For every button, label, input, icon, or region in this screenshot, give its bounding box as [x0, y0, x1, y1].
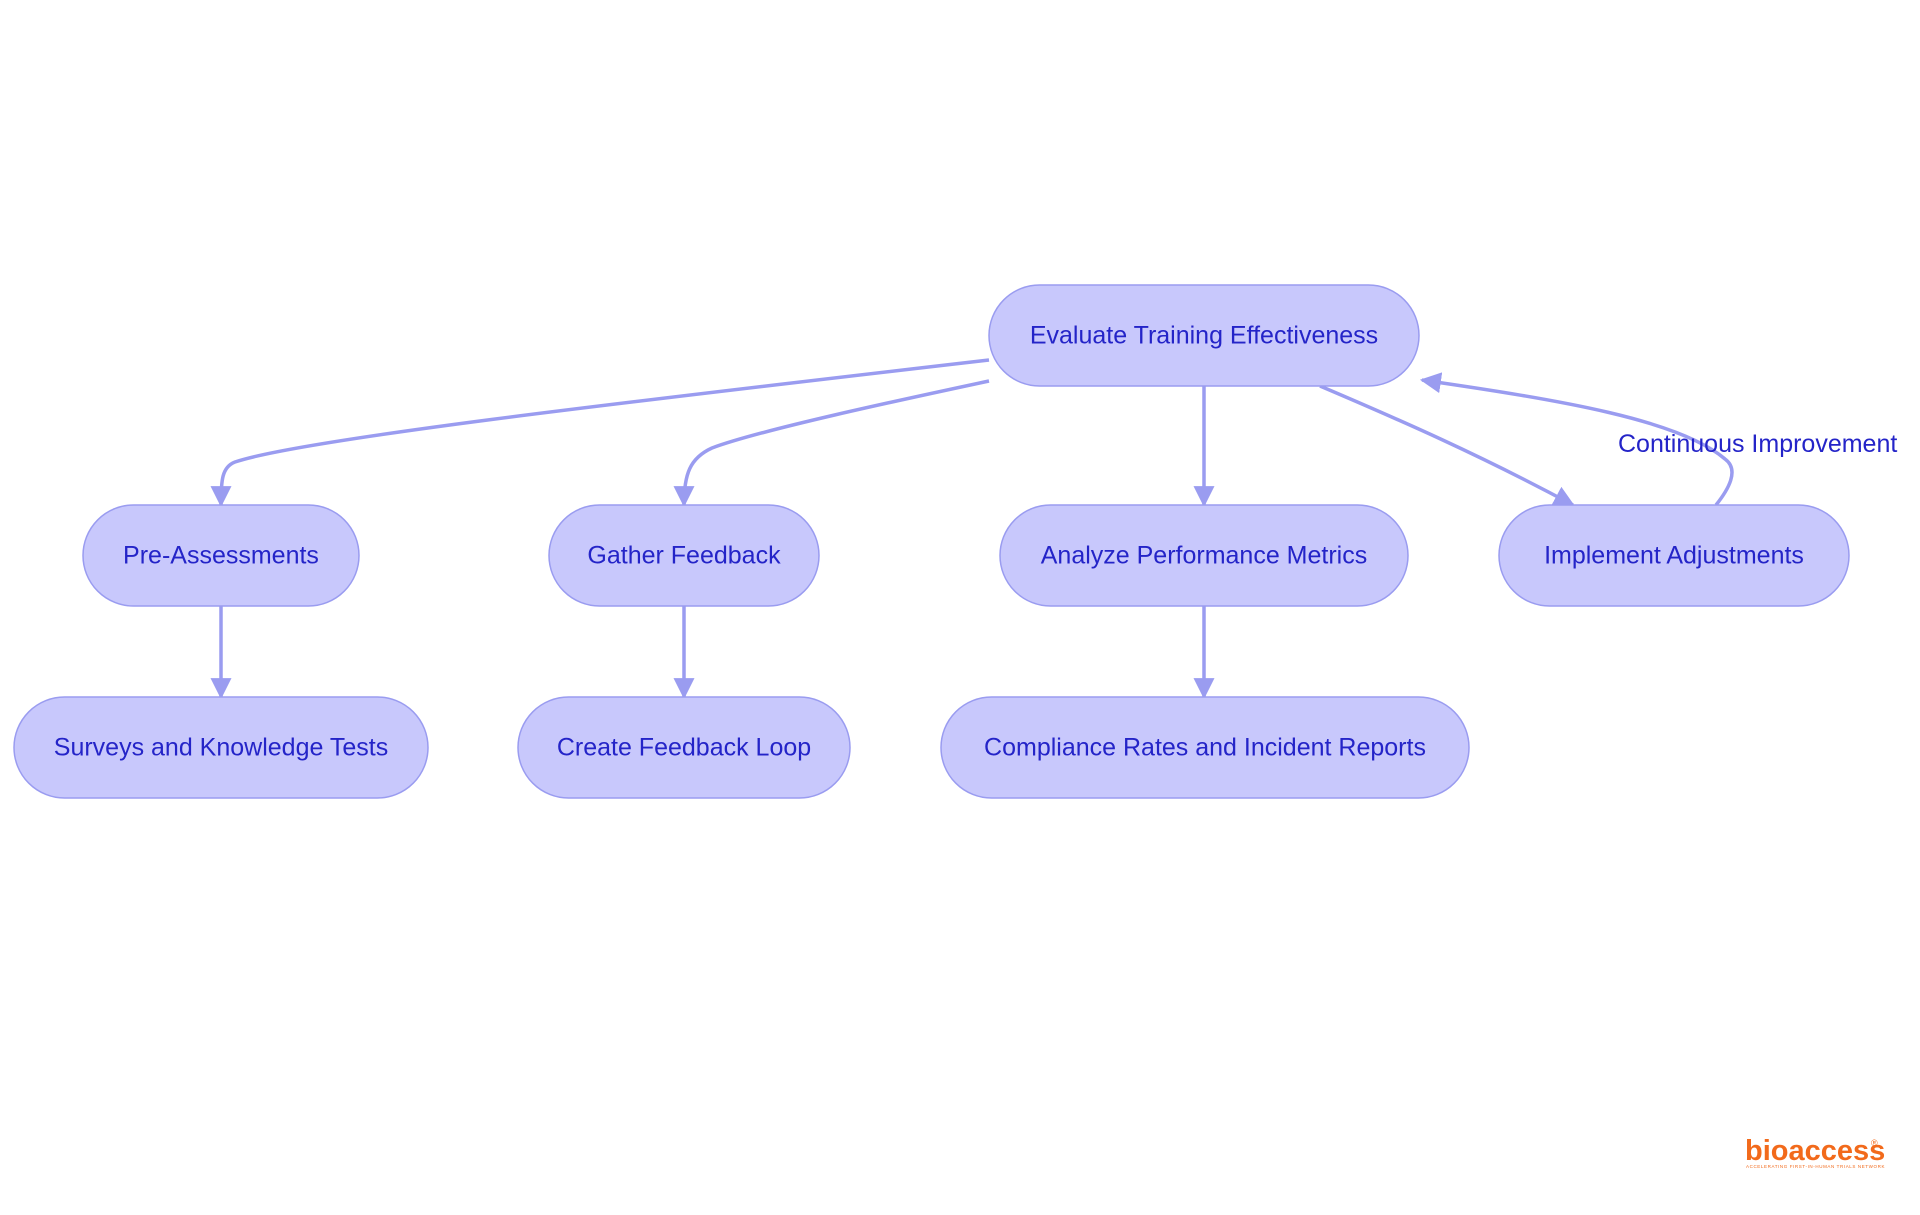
- edge-label-text: Continuous Improvement: [1618, 430, 1897, 458]
- node-label: Create Feedback Loop: [557, 734, 811, 762]
- node-label: Gather Feedback: [587, 542, 781, 570]
- bioaccess-logo: bioaccess ® ACCELERATING FIRST-IN-HUMAN …: [1745, 1135, 1885, 1169]
- node-compliance-rates-and-incident-reports[interactable]: Compliance Rates and Incident Reports: [940, 696, 1470, 799]
- node-gather-feedback[interactable]: Gather Feedback: [548, 504, 820, 607]
- node-implement-adjustments[interactable]: Implement Adjustments: [1498, 504, 1850, 607]
- node-pre-assessments[interactable]: Pre-Assessments: [82, 504, 360, 607]
- edge-root-to-gather-feedback: [673, 379, 990, 508]
- edge-root-to-implement-adjustments: [1319, 384, 1575, 507]
- edge-label-continuous-improvement: Continuous Improvement: [1618, 430, 1897, 458]
- node-label: Analyze Performance Metrics: [1041, 542, 1368, 570]
- node-surveys-and-knowledge-tests[interactable]: Surveys and Knowledge Tests: [13, 696, 429, 799]
- logo-wordmark: bioaccess: [1745, 1135, 1885, 1167]
- edge-root-to-pre-assessments: [210, 358, 990, 508]
- node-label: Implement Adjustments: [1544, 542, 1804, 570]
- node-label: Evaluate Training Effectiveness: [1030, 322, 1378, 350]
- node-label: Surveys and Knowledge Tests: [54, 734, 388, 762]
- node-create-feedback-loop[interactable]: Create Feedback Loop: [517, 696, 851, 799]
- node-evaluate-training-effectiveness[interactable]: Evaluate Training Effectiveness: [988, 284, 1420, 387]
- logo-tagline: ACCELERATING FIRST-IN-HUMAN TRIALS NETWO…: [1746, 1164, 1885, 1169]
- node-label: Pre-Assessments: [123, 542, 319, 570]
- node-label: Compliance Rates and Incident Reports: [984, 734, 1426, 762]
- node-analyze-performance-metrics[interactable]: Analyze Performance Metrics: [999, 504, 1409, 607]
- logo-registered-mark: ®: [1871, 1138, 1878, 1148]
- edge-implement-adjustments-to-root: [1419, 372, 1734, 507]
